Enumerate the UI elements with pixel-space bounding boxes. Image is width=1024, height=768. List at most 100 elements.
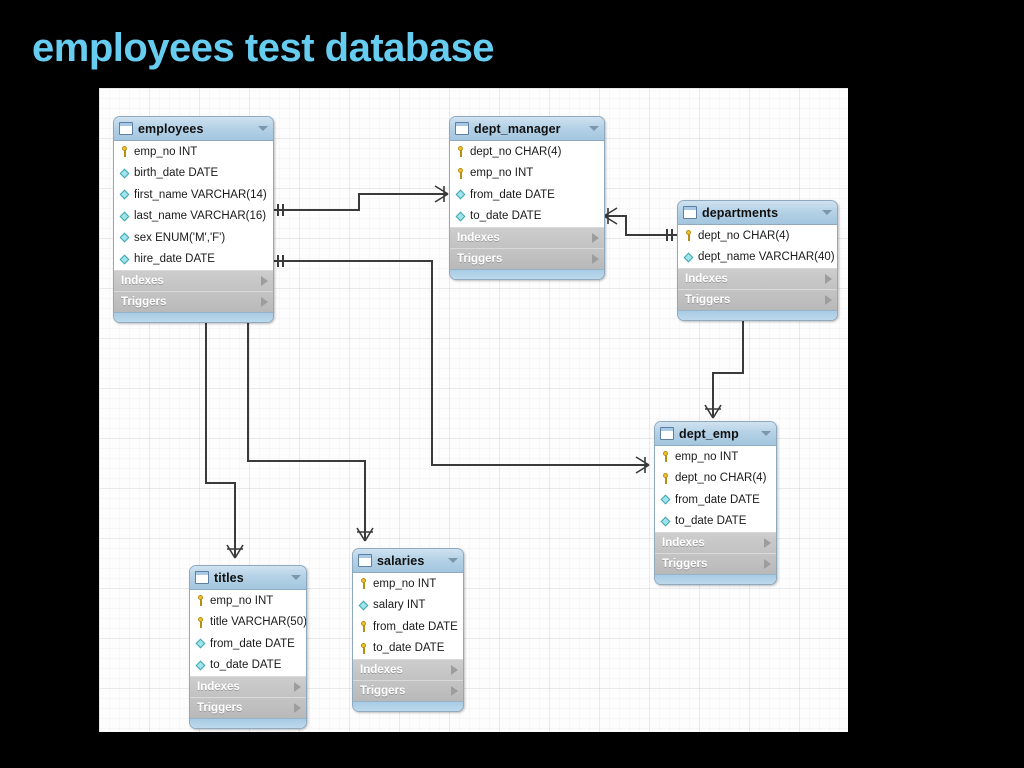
column-label: to_date DATE <box>675 515 747 528</box>
column-row[interactable]: to_date DATE <box>655 510 776 532</box>
table-footer <box>678 310 837 320</box>
column-row[interactable]: to_date DATE <box>353 637 463 659</box>
chevron-right-icon[interactable] <box>825 295 832 305</box>
table-title: titles <box>214 570 244 585</box>
triggers-label: Triggers <box>685 294 731 306</box>
entity-table-salaries[interactable]: salaries emp_no INT salary INT from_date… <box>352 548 464 712</box>
entity-table-departments[interactable]: departments dept_no CHAR(4) dept_name VA… <box>677 200 838 321</box>
table-header[interactable]: titles <box>190 566 306 590</box>
column-row[interactable]: title VARCHAR(50) <box>190 611 307 633</box>
chevron-down-icon[interactable] <box>589 126 599 131</box>
column-label: to_date DATE <box>470 210 542 223</box>
table-header[interactable]: salaries <box>353 549 463 573</box>
column-row[interactable]: hire_date DATE <box>114 248 273 270</box>
column-row[interactable]: emp_no INT <box>655 446 776 468</box>
chevron-right-icon[interactable] <box>294 682 301 692</box>
entity-table-dept-manager[interactable]: dept_manager dept_no CHAR(4) emp_no INT … <box>449 116 605 280</box>
triggers-section[interactable]: Triggers <box>655 553 776 574</box>
indexes-section[interactable]: Indexes <box>655 532 776 553</box>
chevron-down-icon[interactable] <box>258 126 268 131</box>
table-header[interactable]: employees <box>114 117 273 141</box>
key-icon <box>358 642 369 655</box>
diamond-icon <box>119 188 130 201</box>
diamond-icon <box>455 188 466 201</box>
column-row[interactable]: birth_date DATE <box>114 162 273 184</box>
table-footer <box>114 312 273 322</box>
column-label: from_date DATE <box>675 493 760 506</box>
column-row[interactable]: dept_no CHAR(4) <box>655 467 776 489</box>
triggers-section[interactable]: Triggers <box>450 248 604 269</box>
column-row[interactable]: dept_no CHAR(4) <box>678 225 837 247</box>
triggers-label: Triggers <box>360 685 406 697</box>
triggers-section[interactable]: Triggers <box>353 680 463 701</box>
column-row[interactable]: salary INT <box>353 594 463 616</box>
table-header[interactable]: dept_manager <box>450 117 604 141</box>
column-row[interactable]: sex ENUM('M','F') <box>114 227 273 249</box>
chevron-right-icon[interactable] <box>764 559 771 569</box>
chevron-right-icon[interactable] <box>451 665 458 675</box>
entity-table-dept-emp[interactable]: dept_emp emp_no INT dept_no CHAR(4) from… <box>654 421 777 585</box>
column-row[interactable]: first_name VARCHAR(14) <box>114 184 273 206</box>
diamond-icon <box>358 599 369 612</box>
column-row[interactable]: from_date DATE <box>190 633 306 655</box>
triggers-section[interactable]: Triggers <box>678 289 837 310</box>
column-row[interactable]: to_date DATE <box>190 654 306 676</box>
table-icon <box>358 554 372 567</box>
table-header[interactable]: dept_emp <box>655 422 776 446</box>
er-diagram-canvas[interactable]: employees emp_no INT birth_date DATE fir… <box>99 88 848 732</box>
entity-table-employees[interactable]: employees emp_no INT birth_date DATE fir… <box>113 116 274 323</box>
diamond-icon <box>195 659 206 672</box>
diamond-icon <box>119 231 130 244</box>
table-header[interactable]: departments <box>678 201 837 225</box>
chevron-right-icon[interactable] <box>261 276 268 286</box>
column-row[interactable]: last_name VARCHAR(16) <box>114 205 273 227</box>
column-row[interactable]: from_date DATE <box>450 184 604 206</box>
column-row[interactable]: from_date DATE <box>655 489 776 511</box>
table-footer <box>655 574 776 584</box>
column-row[interactable]: dept_name VARCHAR(40) <box>678 246 837 268</box>
chevron-right-icon[interactable] <box>592 233 599 243</box>
column-row[interactable]: emp_no INT <box>450 162 604 184</box>
key-icon <box>119 145 130 158</box>
table-icon <box>683 206 697 219</box>
column-row[interactable]: dept_no CHAR(4) <box>450 141 604 163</box>
indexes-section[interactable]: Indexes <box>114 270 273 291</box>
column-label: from_date DATE <box>373 620 458 633</box>
chevron-down-icon[interactable] <box>448 558 458 563</box>
column-label: hire_date DATE <box>134 253 215 266</box>
chevron-right-icon[interactable] <box>592 254 599 264</box>
page-title: employees test database <box>32 26 495 70</box>
chevron-right-icon[interactable] <box>294 703 301 713</box>
column-label: salary INT <box>373 599 426 612</box>
chevron-right-icon[interactable] <box>451 686 458 696</box>
column-row[interactable]: emp_no INT <box>114 141 273 163</box>
table-footer <box>353 701 463 711</box>
indexes-label: Indexes <box>121 275 164 287</box>
chevron-right-icon[interactable] <box>825 274 832 284</box>
chevron-right-icon[interactable] <box>261 297 268 307</box>
triggers-section[interactable]: Triggers <box>190 697 306 718</box>
table-title: dept_manager <box>474 121 561 136</box>
indexes-section[interactable]: Indexes <box>450 227 604 248</box>
table-icon <box>455 122 469 135</box>
column-row[interactable]: from_date DATE <box>353 616 463 638</box>
indexes-section[interactable]: Indexes <box>353 659 463 680</box>
column-row[interactable]: to_date DATE <box>450 205 604 227</box>
indexes-section[interactable]: Indexes <box>678 268 837 289</box>
key-icon <box>660 472 671 485</box>
column-label: from_date DATE <box>470 188 555 201</box>
entity-table-titles[interactable]: titles emp_no INT title VARCHAR(50) from… <box>189 565 307 729</box>
diamond-icon <box>455 210 466 223</box>
chevron-down-icon[interactable] <box>761 431 771 436</box>
column-label: dept_name VARCHAR(40) <box>698 251 835 264</box>
column-row[interactable]: emp_no INT <box>190 590 306 612</box>
chevron-down-icon[interactable] <box>291 575 301 580</box>
chevron-down-icon[interactable] <box>822 210 832 215</box>
triggers-section[interactable]: Triggers <box>114 291 273 312</box>
column-row[interactable]: emp_no INT <box>353 573 463 595</box>
column-label: title VARCHAR(50) <box>210 616 307 629</box>
indexes-section[interactable]: Indexes <box>190 676 306 697</box>
chevron-right-icon[interactable] <box>764 538 771 548</box>
key-icon <box>455 145 466 158</box>
table-icon <box>195 571 209 584</box>
